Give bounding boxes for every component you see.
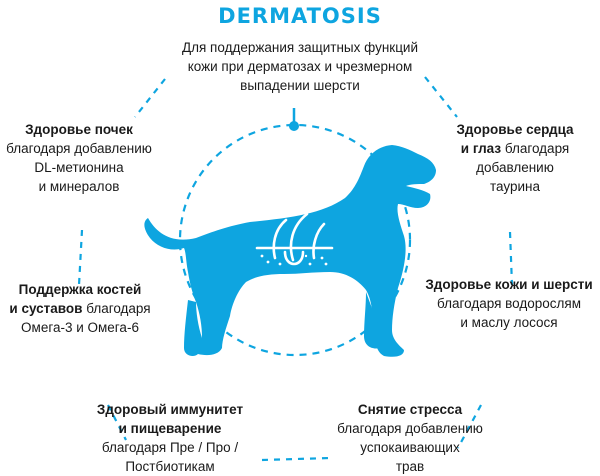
- benefit-text: трав: [395, 459, 425, 474]
- benefit-immunity: Здоровый иммунитет и пищеварение благода…: [85, 400, 255, 476]
- benefit-text: таурина: [490, 179, 540, 194]
- subtitle: Для поддержания защитных функций кожи пр…: [145, 38, 455, 95]
- benefit-text: благодаря добавлению: [337, 421, 483, 436]
- benefit-text: благодаря добавлению: [6, 141, 152, 156]
- benefit-title: и глаз: [460, 141, 502, 156]
- inner-dashed-ring: [178, 123, 412, 357]
- benefit-heart: Здоровье сердца и глаз благодаря добавле…: [440, 120, 590, 196]
- benefit-title: и пищеварение: [118, 421, 222, 436]
- benefit-text: Омега-3 и Омега-6: [21, 320, 139, 335]
- benefit-title: Снятие стресса: [357, 402, 463, 417]
- subtitle-line: выпадении шерсти: [240, 78, 360, 93]
- benefit-text: благодаря водорослям: [436, 296, 581, 311]
- benefit-skin: Здоровье кожи и шерсти благодаря водорос…: [418, 275, 600, 332]
- benefit-text: добавлению: [476, 160, 554, 175]
- hair-follicle-skin-icon: [255, 212, 334, 266]
- benefit-text: Постбиотикам: [125, 459, 215, 474]
- connector-dot: [289, 121, 299, 131]
- benefit-title: Здоровье кожи и шерсти: [425, 277, 593, 292]
- benefit-kidney: Здоровье почек благодаря добавлению DL-м…: [4, 120, 154, 196]
- benefit-text: благодаря: [86, 301, 151, 316]
- benefit-text: успокаивающих: [360, 440, 460, 455]
- benefit-text: DL-метионина: [34, 160, 124, 175]
- benefit-text: благодаря: [504, 141, 570, 156]
- benefit-title: Поддержка костей: [18, 282, 142, 297]
- page-title: DERMATOSIS: [218, 4, 382, 28]
- skin-dots: [260, 254, 328, 266]
- benefit-text: благодаря Пре / Про /: [101, 440, 239, 455]
- benefit-title: Здоровый иммунитет: [96, 402, 244, 417]
- benefit-title: Здоровье сердца: [456, 122, 574, 137]
- benefit-title: Здоровье почек: [25, 122, 133, 137]
- benefit-text: и минералов: [38, 179, 120, 194]
- subtitle-line: кожи при дерматозах и чрезмерном: [187, 59, 413, 74]
- outer-dashed-ring: [77, 76, 514, 462]
- benefit-title: и суставов: [9, 301, 83, 316]
- benefit-text: и маслу лосося: [460, 315, 558, 330]
- benefit-bones: Поддержка костей и суставов благодаря Ом…: [0, 280, 160, 337]
- benefit-stress: Снятие стресса благодаря добавлению успо…: [325, 400, 495, 476]
- subtitle-line: Для поддержания защитных функций: [181, 40, 419, 55]
